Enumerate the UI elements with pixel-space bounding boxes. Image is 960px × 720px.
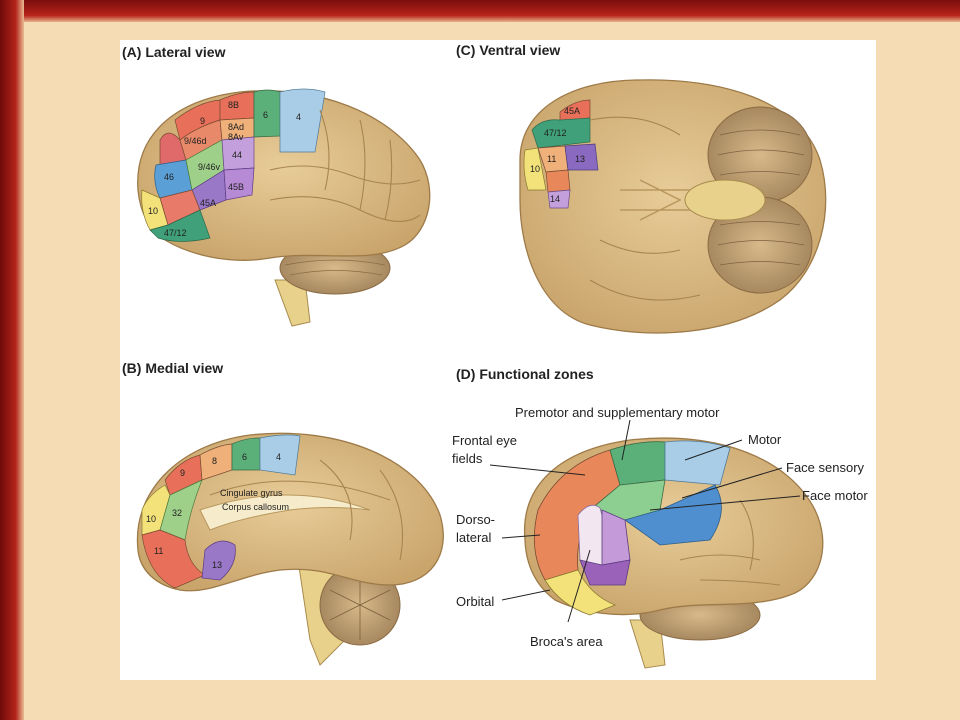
- figure-panel: 8B 9 9/46d 8Ad 8Av 6 4 46 9/46v 44 45B 4…: [120, 40, 876, 680]
- svg-text:8Av: 8Av: [228, 132, 244, 142]
- functional-zones-brain: [523, 437, 824, 669]
- svg-text:Corpus callosum: Corpus callosum: [222, 502, 289, 512]
- svg-text:45A: 45A: [200, 198, 216, 208]
- svg-text:14: 14: [550, 194, 560, 204]
- title-functional-zones: (D) Functional zones: [456, 366, 594, 382]
- svg-text:45A: 45A: [564, 106, 580, 116]
- svg-text:10: 10: [146, 514, 156, 524]
- svg-text:8: 8: [212, 456, 217, 466]
- medial-area-labels: 9 8 6 4 10 32 11 13 Cingulate gyrus Corp…: [146, 452, 289, 570]
- svg-text:Orbital: Orbital: [456, 594, 494, 609]
- brain-figure: 8B 9 9/46d 8Ad 8Av 6 4 46 9/46v 44 45B 4…: [136, 79, 868, 669]
- svg-text:13: 13: [212, 560, 222, 570]
- title-medial-view: (B) Medial view: [122, 360, 224, 376]
- svg-text:4: 4: [276, 452, 281, 462]
- svg-text:Premotor and supplementary mot: Premotor and supplementary motor: [515, 405, 720, 420]
- svg-text:lateral: lateral: [456, 530, 492, 545]
- svg-text:9/46v: 9/46v: [198, 162, 221, 172]
- svg-text:Frontal eye: Frontal eye: [452, 433, 517, 448]
- svg-text:10: 10: [530, 164, 540, 174]
- ventral-area-labels: 45A 47/12 11 13 10 14: [530, 106, 585, 204]
- svg-text:8B: 8B: [228, 100, 239, 110]
- svg-text:46: 46: [164, 172, 174, 182]
- svg-text:11: 11: [547, 154, 556, 164]
- frame-top-border: [0, 0, 960, 22]
- svg-text:Dorso-: Dorso-: [456, 512, 495, 527]
- svg-text:47/12: 47/12: [164, 228, 187, 238]
- svg-text:13: 13: [575, 154, 585, 164]
- svg-text:fields: fields: [452, 451, 483, 466]
- svg-text:Motor: Motor: [748, 432, 782, 447]
- functional-zone-labels: Premotor and supplementary motor Frontal…: [452, 405, 868, 649]
- svg-text:Broca's area: Broca's area: [530, 634, 603, 649]
- lateral-area-labels: 8B 9 9/46d 8Ad 8Av 6 4 46 9/46v 44 45B 4…: [148, 100, 301, 238]
- title-lateral-view: (A) Lateral view: [122, 44, 226, 60]
- svg-text:44: 44: [232, 150, 242, 160]
- svg-text:10: 10: [148, 206, 158, 216]
- ventral-view-brain: [519, 79, 827, 334]
- svg-text:Face motor: Face motor: [802, 488, 868, 503]
- lateral-view-brain: [137, 88, 431, 327]
- svg-text:Cingulate gyrus: Cingulate gyrus: [220, 488, 283, 498]
- title-ventral-view: (C) Ventral view: [456, 42, 561, 58]
- svg-text:45B: 45B: [228, 182, 244, 192]
- svg-text:9/46d: 9/46d: [184, 136, 207, 146]
- svg-text:9: 9: [180, 468, 185, 478]
- svg-text:4: 4: [296, 112, 301, 122]
- svg-text:8Ad: 8Ad: [228, 122, 244, 132]
- svg-text:6: 6: [263, 110, 268, 120]
- svg-text:11: 11: [154, 546, 163, 556]
- svg-text:9: 9: [200, 116, 205, 126]
- medial-view-brain: [136, 432, 444, 666]
- functional-zone-leader-lines: [489, 419, 801, 623]
- svg-text:Face sensory: Face sensory: [786, 460, 865, 475]
- svg-text:6: 6: [242, 452, 247, 462]
- frame-left-border: [0, 0, 24, 720]
- svg-text:32: 32: [172, 508, 182, 518]
- svg-text:47/12: 47/12: [544, 128, 567, 138]
